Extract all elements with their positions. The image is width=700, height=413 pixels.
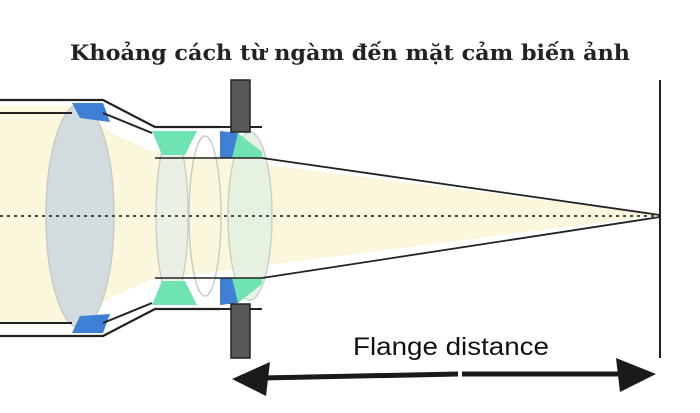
flange-distance-label: Flange distance bbox=[353, 333, 549, 361]
mount-plate-bottom bbox=[230, 303, 251, 359]
spacer-green-top-right bbox=[230, 133, 262, 158]
mount-plate-top bbox=[230, 79, 251, 133]
flange-arrow-head-left bbox=[232, 362, 270, 396]
spacer-green-top-left bbox=[152, 131, 197, 155]
spacer-blue-front-top bbox=[72, 103, 110, 122]
spacer-green-bottom-left bbox=[152, 281, 197, 305]
flange-arrow-shaft-left bbox=[261, 371, 459, 381]
ray-top bbox=[261, 157, 661, 216]
flange-arrow-head-right bbox=[616, 358, 656, 392]
spacer-blue-rear-top bbox=[220, 131, 238, 158]
ray-bottom bbox=[261, 216, 661, 279]
spacer-blue-rear-bottom bbox=[220, 278, 238, 305]
spacer-green-bottom-right bbox=[230, 278, 262, 303]
spacer-blue-front-bottom bbox=[72, 314, 110, 333]
diagram-title: Khoảng cách từ ngàm đến mặt cảm biến ảnh bbox=[70, 40, 630, 65]
barrel-step-bottom bbox=[102, 302, 153, 324]
barrel-step-top bbox=[102, 112, 153, 134]
